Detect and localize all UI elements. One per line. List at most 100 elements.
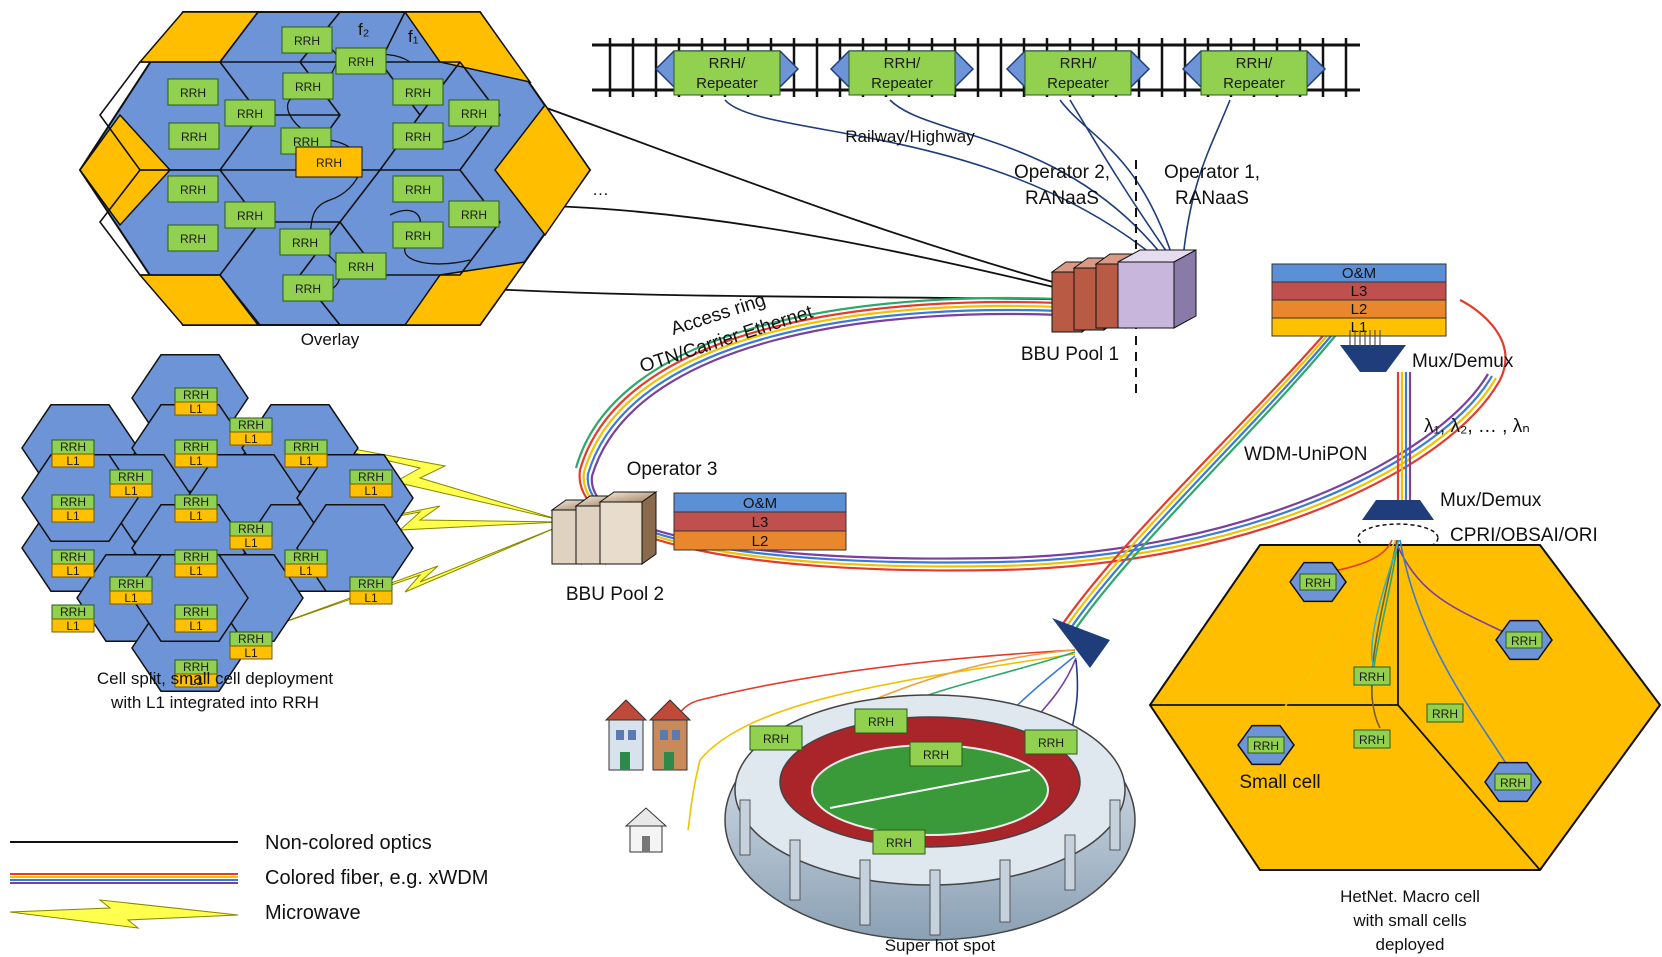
freq-f2-label: f₂ xyxy=(358,20,369,39)
rrh-label: RRH xyxy=(461,107,487,121)
overlay-rrh: RRH xyxy=(168,122,220,150)
rrh-label: RRH xyxy=(180,86,206,100)
l1-label: L1 xyxy=(244,646,258,660)
houses xyxy=(604,699,692,853)
overlay-rrh: RRH xyxy=(392,122,444,150)
l1-label: L1 xyxy=(124,484,138,498)
l1-label: L1 xyxy=(299,454,313,468)
overlay-rrh: RRH xyxy=(167,175,219,203)
cell-split-label-line1: Cell split, small cell deployment xyxy=(97,669,333,688)
hotspot-splitter xyxy=(1052,618,1110,668)
legend-item-microwave: Microwave xyxy=(265,902,361,924)
hetnet-rrh: RRH xyxy=(1426,703,1464,723)
rrh-label: RRH xyxy=(1253,739,1279,753)
hetnet-rrh: RRH xyxy=(1505,631,1543,649)
overlay-label: Overlay xyxy=(301,330,360,349)
rrh-label: RRH xyxy=(293,135,319,149)
rrh-repeater-3: RRH/Repeater xyxy=(1005,50,1151,96)
l1-label: L1 xyxy=(189,454,203,468)
legend-microwave-swatch xyxy=(9,899,239,929)
cpri-label: CPRI/OBSAI/ORI xyxy=(1450,525,1598,546)
repeater-label-line1: RRH/ xyxy=(884,55,921,72)
legend-colored-fiber-swatch xyxy=(10,873,238,884)
wdm-unipon-label: WDM-UniPON xyxy=(1244,444,1368,465)
rrh-label: RRH xyxy=(181,130,207,144)
rrh-label: RRH xyxy=(294,34,320,48)
overlay-rrh: RRH xyxy=(392,175,444,203)
overlay-rrh: RRH xyxy=(279,228,331,256)
legend-item-colored-fiber: Colored fiber, e.g. xWDM xyxy=(265,867,488,889)
overlay-rrh: RRH xyxy=(448,99,500,127)
rrh-label: RRH xyxy=(348,55,374,69)
rrh-label: RRH xyxy=(358,470,384,484)
hetnet-label-line2: with small cells xyxy=(1352,911,1466,930)
l1-label: L1 xyxy=(244,432,258,446)
hotspot-rrh: RRH xyxy=(749,725,803,751)
legend-item-non-colored: Non-colored optics xyxy=(265,832,432,854)
operator-1-line2: RANaaS xyxy=(1175,188,1249,209)
hetnet-rrh: RRH xyxy=(1247,736,1285,754)
repeater-label-line2: Repeater xyxy=(871,75,933,92)
l1-label: L1 xyxy=(66,619,80,633)
hotspot-rrh: RRH xyxy=(1024,729,1078,755)
hetnet-rrh: RRH xyxy=(1494,773,1532,791)
l1-label: L1 xyxy=(66,564,80,578)
bbu-pool-1-servers xyxy=(1050,249,1197,333)
hetnet-label-line3: deployed xyxy=(1375,935,1444,954)
rrh-label: RRH xyxy=(60,495,86,509)
rrh-label: RRH xyxy=(183,660,209,674)
rrh-label: RRH xyxy=(183,605,209,619)
rrh-label: RRH xyxy=(763,732,789,746)
rrh-label: RRH xyxy=(348,260,374,274)
hetnet-small-cells: RRH RRH RRH RRH RRH RRH RRH xyxy=(1237,561,1553,803)
railway-fiber-links xyxy=(724,99,1231,269)
freq-f1-label: f₁ xyxy=(408,27,419,46)
rrh-label: RRH xyxy=(1359,670,1385,684)
rrh-label: RRH xyxy=(1359,733,1385,747)
cell-split-cluster xyxy=(21,354,414,692)
hetnet-rrh: RRH xyxy=(1299,573,1337,591)
rrh-label: RRH xyxy=(923,748,949,762)
l1-label: L1 xyxy=(189,509,203,523)
rrh-label: RRH xyxy=(1432,707,1458,721)
overlay-rrh-group: RRH RRH RRH RRH RRH RRH RRH RRH RRH RRH RRH RRH RRH R… xyxy=(167,26,500,302)
rrh-label: RRH xyxy=(295,282,321,296)
hetnet-label-line1: HetNet. Macro cell xyxy=(1340,887,1480,906)
repeater-label-line2: Repeater xyxy=(1223,75,1285,92)
hetnet-macro-cell xyxy=(1148,544,1662,871)
cell-split-rrh-group: RRHL1RRHL1RRHL1RRHL1RRHL1RRHL1RRHL1RRHL1… xyxy=(51,387,393,688)
l1-label: L1 xyxy=(189,619,203,633)
overlay-rrh: RRH xyxy=(282,72,334,100)
stack-layer xyxy=(1271,317,1447,337)
overlay-rrh: RRH xyxy=(281,26,333,54)
rrh-label: RRH xyxy=(118,577,144,591)
mux-demux-top-label: Mux/Demux xyxy=(1412,351,1514,372)
hetnet-rrh: RRH xyxy=(1353,666,1391,686)
rrh-label: RRH xyxy=(405,130,431,144)
overlay-ellipsis: … xyxy=(592,180,609,199)
stack-layer-label: L2 xyxy=(1351,301,1368,318)
railway-repeaters: RRH/RepeaterRRH/RepeaterRRH/RepeaterRRH/… xyxy=(654,50,1327,96)
repeater-label-line2: Repeater xyxy=(696,75,758,92)
railway-label: Railway/Highway xyxy=(845,127,975,146)
bbu-pool-2-label: BBU Pool 2 xyxy=(566,584,664,605)
rrh-label: RRH xyxy=(461,208,487,222)
rrh-label: RRH xyxy=(183,495,209,509)
l1-label: L1 xyxy=(364,484,378,498)
rrh-label: RRH xyxy=(238,418,264,432)
overlay-rrh: RRH xyxy=(448,200,500,228)
stack-layer-label: O&M xyxy=(1342,265,1376,282)
l1-label: L1 xyxy=(244,536,258,550)
overlay-rrh: RRH xyxy=(335,47,387,75)
rrh-label: RRH xyxy=(1500,776,1526,790)
bbu-pool-2-servers xyxy=(550,491,658,565)
